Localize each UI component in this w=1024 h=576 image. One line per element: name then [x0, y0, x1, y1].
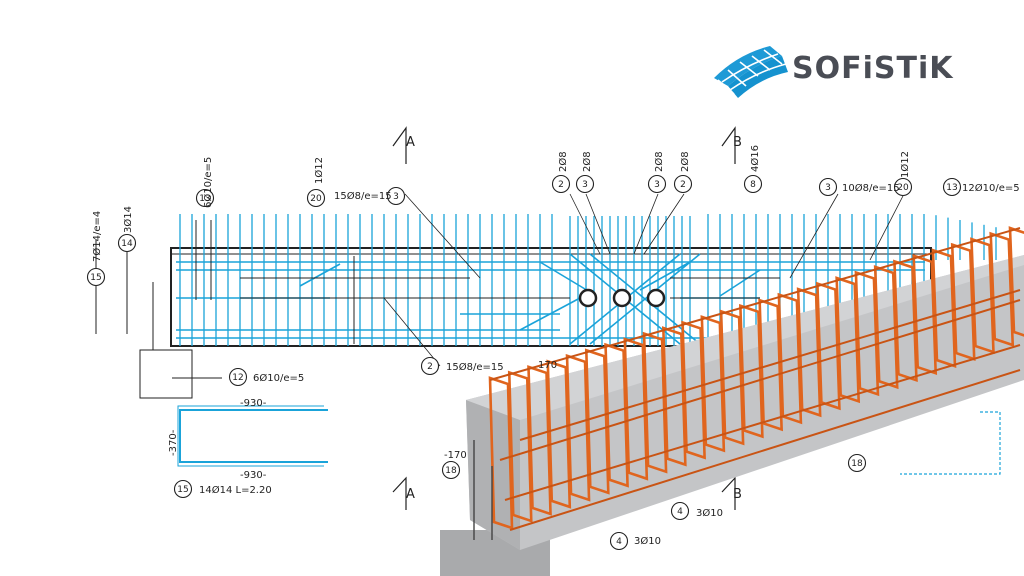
position-mark-label: 2 — [680, 180, 686, 190]
dim-170-left: 170 — [538, 360, 557, 371]
position-mark-label: 18 — [445, 466, 457, 476]
position-mark-17: 18 — [441, 460, 461, 480]
position-mark-6: 3 — [647, 174, 667, 194]
position-mark-4: 2 — [551, 174, 571, 194]
position-mark-label: 15 — [90, 273, 101, 283]
position-mark-15: 12 — [228, 367, 248, 387]
logo-mark-icon — [714, 46, 788, 98]
position-mark-label: 13 — [946, 183, 957, 193]
position-mark-label: 3 — [654, 180, 660, 190]
position-mark-9: 3 — [818, 177, 838, 197]
dim-170-b: -170 — [444, 450, 467, 461]
position-mark-label: 14 — [121, 239, 133, 249]
elevation-drawing: A B A B — [95, 126, 997, 510]
label-top-3-left: 15Ø8/e=15 — [334, 190, 392, 202]
position-mark-3: 3 — [386, 186, 406, 206]
section-marker-b-bottom: B — [733, 487, 742, 502]
label-pos4-upper: 3Ø10 — [696, 507, 723, 519]
position-mark-8: 8 — [743, 174, 763, 194]
reinforcement-3d-render — [440, 226, 1024, 576]
position-mark-2: 20 — [306, 188, 326, 208]
label-left-14: 3Ø14 — [122, 206, 134, 233]
position-mark-13: 15 — [86, 267, 106, 287]
position-mark-label: 18 — [851, 459, 863, 469]
label-bot-12: 6Ø10/e=5 — [253, 372, 304, 384]
position-mark-label: 20 — [310, 194, 322, 204]
label-top-13: 6Ø10/e=5 — [202, 157, 214, 208]
position-mark-18: 18 — [847, 453, 867, 473]
position-mark-label: 3 — [825, 183, 831, 193]
position-mark-20: 4 — [609, 531, 629, 551]
section-marker-a-top: A — [406, 135, 415, 150]
sofistik-logo: SOFiSTiK — [714, 46, 954, 98]
label-top-3-right: 10Ø8/e=15 — [842, 182, 900, 194]
label-top-8: 4Ø16 — [749, 145, 761, 172]
position-mark-label: 2 — [427, 362, 433, 372]
position-mark-label: 4 — [677, 507, 683, 517]
logo-text: SOFiSTiK — [792, 51, 954, 86]
position-mark-label: 13 — [199, 194, 210, 204]
dim-930-bottom: -930- — [240, 470, 267, 481]
position-mark-label: 8 — [750, 180, 756, 190]
dim-370: -370- — [168, 429, 179, 456]
position-mark-10: 20 — [893, 177, 913, 197]
position-mark-label: 3 — [393, 192, 399, 202]
position-mark-label: 12 — [232, 373, 243, 383]
label-bar-15: 14Ø14 L=2.20 — [199, 484, 272, 496]
position-mark-19: 4 — [670, 501, 690, 521]
section-marker-a-bottom: A — [406, 487, 415, 502]
label-top-13-right: 12Ø10/e=5 — [962, 182, 1020, 194]
label-mid-2: 15Ø8/e=15 — [446, 361, 504, 373]
dim-930-top: -930- — [240, 398, 267, 409]
label-top-20: 1Ø12 — [313, 157, 325, 184]
position-mark-label: 4 — [616, 537, 622, 547]
position-mark-1: 13 — [195, 188, 215, 208]
position-mark-label: 3 — [582, 180, 588, 190]
rebar-labels: 6Ø10/e=5 1Ø12 15Ø8/e=15 2Ø8 2Ø8 2Ø8 2Ø8 … — [91, 145, 1020, 547]
label-pos4-lower: 3Ø10 — [634, 535, 661, 547]
position-mark-14: 2 — [420, 356, 440, 376]
section-marker-b-top: B — [733, 135, 742, 150]
position-mark-label: 2 — [558, 180, 564, 190]
position-mark-7: 2 — [673, 174, 693, 194]
label-top-3-b: 2Ø8 — [653, 151, 665, 172]
label-left-15: 7Ø14/e=4 — [91, 211, 103, 262]
label-top-2-a: 2Ø8 — [557, 151, 569, 172]
position-mark-label: 20 — [897, 183, 909, 193]
position-mark-16: 15 — [173, 479, 193, 499]
position-mark-11: 13 — [942, 177, 962, 197]
position-marks: 13 20 3 2 3 3 2 8 3 20 13 14 15 2 12 15 18 18 4 4 — [86, 174, 962, 551]
label-top-20-right: 1Ø12 — [899, 151, 911, 178]
position-mark-12: 14 — [117, 233, 137, 253]
label-top-3-a: 2Ø8 — [581, 151, 593, 172]
position-mark-label: 15 — [177, 485, 188, 495]
position-mark-5: 3 — [575, 174, 595, 194]
label-top-2-b: 2Ø8 — [679, 151, 691, 172]
